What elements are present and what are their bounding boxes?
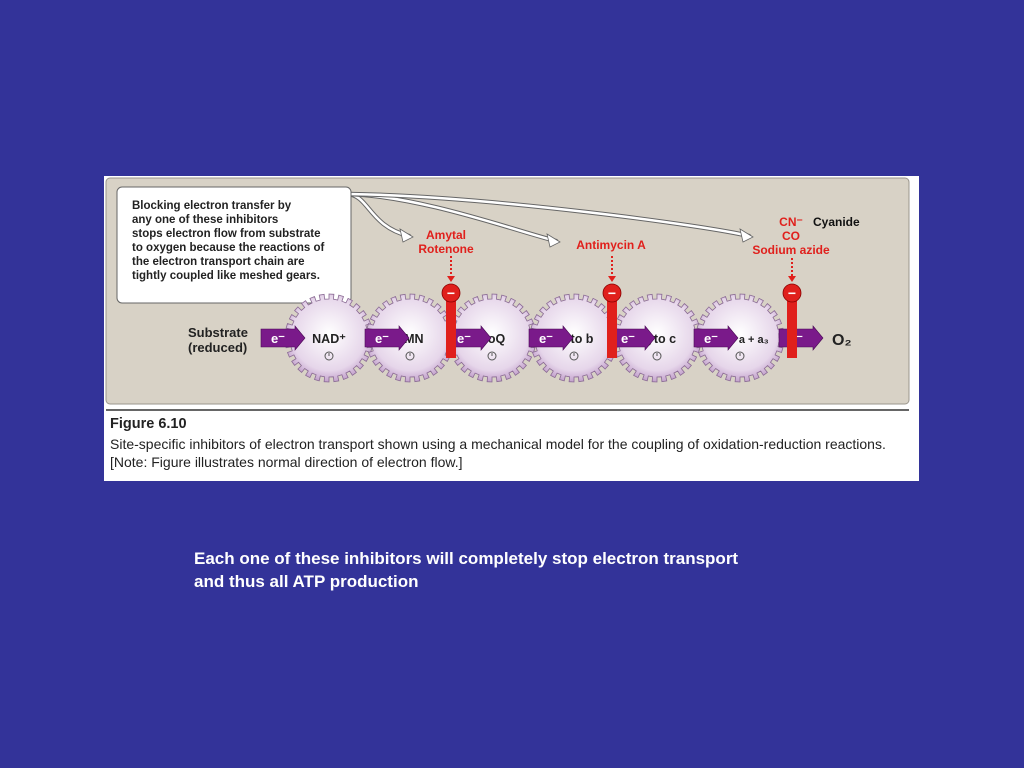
- blocker-bar: [446, 296, 456, 358]
- electron-label: e⁻: [271, 331, 285, 346]
- electron-label: e⁻: [457, 331, 471, 346]
- pointer-line: [346, 192, 751, 238]
- slide-note-line: and thus all ATP production: [194, 572, 419, 591]
- gear-nad: NAD⁺: [284, 293, 374, 383]
- callout-line: any one of these inhibitors: [132, 214, 278, 226]
- figure-6-10: Blocking electron transfer by any one of…: [104, 176, 919, 481]
- inhibitor-label-amytal: Amytal: [426, 228, 466, 242]
- oxygen-label: O₂: [832, 332, 852, 349]
- electron-arrow: e⁻: [260, 325, 306, 351]
- substrate-label-reduced: (reduced): [188, 340, 247, 355]
- caption-title: Figure 6.10: [110, 416, 187, 432]
- gear-axle-icon: [652, 351, 662, 361]
- gear-axle-icon: [569, 351, 579, 361]
- pointer-arrowhead: [399, 228, 414, 243]
- inhibitor-label-cyanide-ion: CN⁻: [779, 215, 803, 229]
- gear-axle-icon: [735, 351, 745, 361]
- electron-label: e⁻: [375, 331, 389, 346]
- minus-icon: [441, 283, 461, 303]
- minus-symbol: −: [608, 285, 616, 301]
- electron-label: e⁻: [539, 331, 553, 346]
- electron-arrow: e⁻: [610, 325, 656, 351]
- callout-box: [116, 186, 352, 304]
- minus-symbol: −: [447, 285, 455, 301]
- pointer-arrowhead: [739, 228, 754, 243]
- electron-arrow: e⁻: [693, 325, 739, 351]
- minus-icon: [602, 283, 622, 303]
- electron-arrow: e⁻: [528, 325, 574, 351]
- electron-arrow-shape: [260, 325, 306, 351]
- cyanide-annotation: Cyanide: [813, 215, 860, 229]
- callout-line: tightly coupled like meshed gears.: [132, 270, 320, 282]
- inhibitor-label-rotenone: Rotenone: [418, 242, 474, 256]
- electron-label: e⁻: [704, 331, 718, 346]
- electron-arrow-shape: [364, 325, 410, 351]
- callout-line: to oxygen because the reactions of: [132, 242, 325, 254]
- inhibitor-label-antimycin: Antimycin A: [576, 238, 646, 252]
- inhibitor-stems: [447, 256, 796, 282]
- callout-line: the electron transport chain are: [132, 256, 305, 268]
- minus-icon: [782, 283, 802, 303]
- blocker-amytal-rotenone: −: [441, 283, 461, 358]
- callout-line: Blocking electron transfer by: [132, 200, 292, 212]
- blocker-bar: [607, 296, 617, 358]
- inhibitor-stem-arrowhead: [788, 276, 796, 282]
- callout-pointers: [345, 191, 754, 248]
- gear-axle-icon: [405, 351, 415, 361]
- slide-note: Each one of these inhibitors will comple…: [194, 547, 894, 593]
- minus-symbol: −: [788, 285, 796, 301]
- blocker-bar: [787, 296, 797, 358]
- carrier-label-nad: NAD⁺: [312, 332, 346, 346]
- gear-axle-icon: [324, 351, 334, 361]
- inhibitor-blockers: −−−: [441, 283, 802, 358]
- electron-transport-diagram: Blocking electron transfer by any one of…: [104, 176, 919, 411]
- substrate-label: Substrate: [188, 325, 248, 340]
- inhibitor-label-sodium-azide: Sodium azide: [752, 243, 830, 257]
- slide-note-line: Each one of these inhibitors will comple…: [194, 549, 739, 568]
- blocker-antimycin: −: [602, 283, 622, 358]
- blocker-cyanide: −: [782, 283, 802, 358]
- caption-text: Site-specific inhibitors of electron tra…: [110, 436, 886, 470]
- electron-arrow-shape: [693, 325, 739, 351]
- electron-label: e⁻: [621, 331, 635, 346]
- inhibitor-stem-arrowhead: [447, 276, 455, 282]
- pointer-arrowhead: [546, 233, 561, 248]
- inhibitor-stem-arrowhead: [608, 276, 616, 282]
- callout-line: stops electron flow from substrate: [132, 228, 321, 240]
- electron-arrow-shape: [528, 325, 574, 351]
- electron-arrow: e⁻: [364, 325, 410, 351]
- gear-axle-icon: [487, 351, 497, 361]
- inhibitor-label-co: CO: [782, 229, 800, 243]
- callout-pointer: [345, 191, 754, 243]
